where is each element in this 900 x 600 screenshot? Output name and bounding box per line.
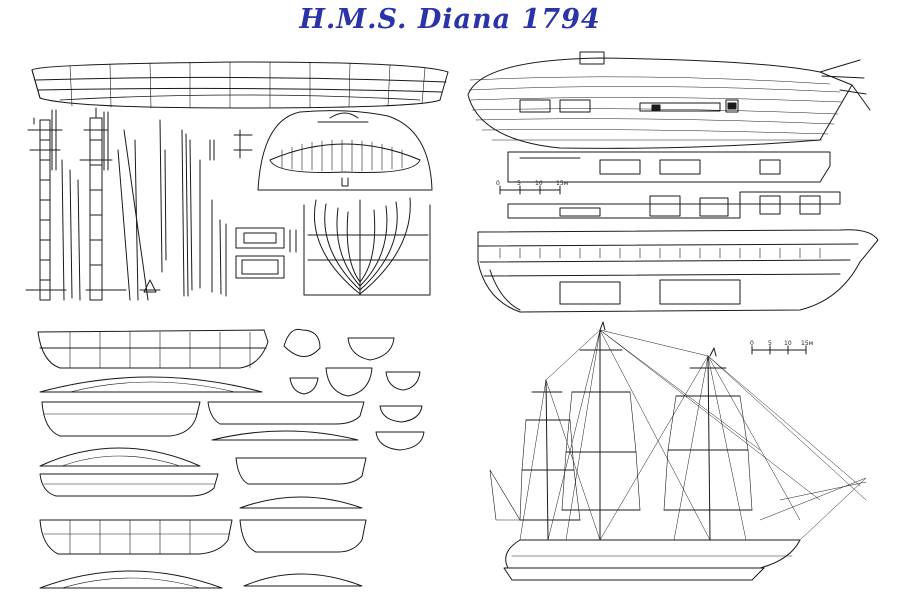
drawing-title: H.M.S. Diana 1794 bbox=[299, 4, 601, 35]
scale-bar-deck-plan: 0 5 10 15м bbox=[496, 180, 568, 195]
body-plan-sections bbox=[303, 197, 431, 296]
upper-deck-plan bbox=[467, 51, 871, 149]
scale-bar-label: 10 bbox=[535, 180, 543, 187]
scale-bar-label: 5 bbox=[768, 340, 772, 347]
stern-view bbox=[257, 110, 433, 191]
scale-bar-label: 0 bbox=[496, 180, 500, 187]
ships-boats bbox=[37, 328, 425, 589]
deck-strip-plans bbox=[507, 151, 841, 219]
masts-and-spars bbox=[25, 107, 253, 301]
scale-bar-label: 0 bbox=[750, 340, 754, 347]
inboard-profile bbox=[477, 229, 879, 313]
scale-bar-label: 15м bbox=[556, 180, 568, 187]
rigging-plan bbox=[489, 321, 867, 581]
scale-bar-label: 5 bbox=[517, 180, 521, 187]
scale-bar-label: 10 bbox=[784, 340, 792, 347]
hull-lines-side-view bbox=[31, 61, 449, 109]
deck-fittings bbox=[235, 227, 297, 279]
scale-bar-rigging: 0 5 10 15м bbox=[750, 340, 813, 355]
scale-bar-label: 15м bbox=[801, 340, 813, 347]
